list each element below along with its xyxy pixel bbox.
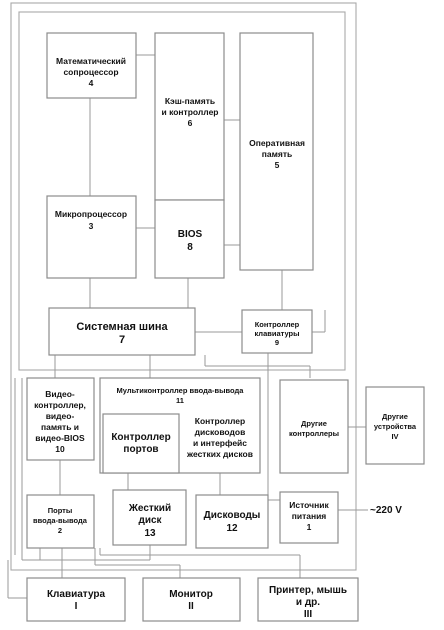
cpu-number: 3: [89, 221, 94, 231]
block-keyboard: Клавиатура I: [26, 577, 126, 622]
video-controller-number: 10: [55, 444, 65, 454]
video-controller-label-2: контроллер,: [34, 400, 86, 410]
motherboard-frame: [18, 11, 346, 371]
ram-number: 5: [275, 160, 280, 170]
block-other-devices: Другие устройства IV: [365, 386, 425, 465]
monitor-number: II: [188, 601, 194, 612]
other-controllers-label-2: контроллеры: [289, 429, 339, 438]
printer-label-2: и др.: [296, 597, 320, 608]
other-devices-label-2: устройства: [374, 422, 417, 431]
power-supply-number: 1: [307, 522, 312, 532]
ram-label-2: память: [262, 149, 293, 159]
block-cache: Кэш-память и контроллер 6: [154, 32, 225, 201]
system-unit-frame: [10, 2, 357, 571]
video-controller-label-4: память и: [41, 422, 79, 432]
block-video-controller: Видео- контроллер, видео- память и видео…: [26, 377, 95, 461]
block-hard-disk: Жесткий диск 13: [112, 489, 187, 546]
video-controller-label-5: видео-BIOS: [35, 433, 85, 443]
hard-disk-label-1: Жесткий: [128, 503, 171, 514]
io-ports-number: 2: [58, 526, 62, 535]
power-supply-label-1: Источник: [289, 500, 329, 510]
block-other-controllers: Другие контроллеры: [279, 379, 349, 474]
block-io-multicontroller: Мультиконтроллер ввода-вывода 11 Контрол…: [99, 377, 261, 474]
block-system-bus: Системная шина 7: [48, 307, 196, 356]
ports-controller-label-2: портов: [123, 444, 158, 455]
keyboard-controller-label-1: Контроллер: [255, 320, 300, 329]
video-controller-label-3: видео-: [46, 411, 75, 421]
math-coprocessor-number: 4: [89, 78, 94, 88]
ram-label-1: Оперативная: [249, 138, 305, 148]
block-keyboard-controller: Контроллер клавиатуры 9: [241, 309, 313, 354]
math-coprocessor-label-2: сопроцессор: [63, 67, 118, 77]
keyboard-controller-label-2: клавиатуры: [254, 329, 299, 338]
io-multicontroller-number: 11: [176, 396, 184, 405]
disk-controller-label-2: дисководов: [195, 427, 246, 437]
printer-label-1: Принтер, мышь: [269, 585, 347, 596]
monitor-label: Монитор: [169, 589, 213, 600]
drives-label: Дисководы: [204, 510, 261, 521]
disk-controller-label-3: и интерфейс: [193, 438, 247, 448]
block-power-supply: Источник питания 1: [279, 491, 339, 544]
keyboard-controller-number: 9: [275, 338, 279, 347]
cpu-label: Микропроцессор: [55, 209, 127, 219]
cache-label-2: и контроллер: [162, 107, 219, 117]
drives-number: 12: [226, 523, 238, 534]
bios-label: BIOS: [178, 229, 203, 240]
system-bus-label: Системная шина: [76, 321, 168, 333]
ports-controller-label-1: Контроллер: [111, 432, 170, 443]
other-devices-number: IV: [391, 432, 398, 441]
power-input-label: ~220 V: [370, 505, 402, 516]
hard-disk-label-2: диск: [138, 515, 162, 526]
bios-number: 8: [187, 242, 193, 253]
system-bus-number: 7: [119, 334, 125, 346]
connection-lines: [7, 54, 368, 599]
io-ports-label-2: ввода-вывода: [33, 516, 88, 525]
io-ports-label-1: Порты: [48, 506, 73, 515]
cache-label-1: Кэш-память: [165, 96, 215, 106]
printer-number: III: [304, 609, 313, 620]
disk-controller-label-4: жестких дисков: [186, 449, 253, 459]
block-cpu: Микропроцессор 3: [46, 195, 137, 279]
block-drives: Дисководы 12: [195, 494, 269, 549]
hard-disk-number: 13: [144, 528, 156, 539]
power-supply-label-2: питания: [292, 511, 327, 521]
keyboard-label: Клавиатура: [47, 589, 106, 600]
video-controller-label-1: Видео-: [45, 389, 75, 399]
block-math-coprocessor: Математический сопроцессор 4: [46, 32, 137, 99]
block-io-ports: Порты ввода-вывода 2: [26, 494, 95, 549]
disk-controller-label-1: Контроллер: [195, 416, 245, 426]
block-ram: Оперативная память 5: [239, 32, 314, 271]
other-controllers-label-1: Другие: [301, 419, 327, 428]
math-coprocessor-label-1: Математический: [56, 56, 126, 66]
keyboard-number: I: [75, 601, 78, 612]
block-monitor: Монитор II: [142, 577, 241, 622]
block-printer: Принтер, мышь и др. III: [257, 577, 359, 622]
cache-number: 6: [188, 118, 193, 128]
other-devices-label-1: Другие: [382, 412, 408, 421]
io-multicontroller-label: Мультиконтроллер ввода-вывода: [117, 386, 245, 395]
block-bios: BIOS 8: [154, 199, 225, 279]
